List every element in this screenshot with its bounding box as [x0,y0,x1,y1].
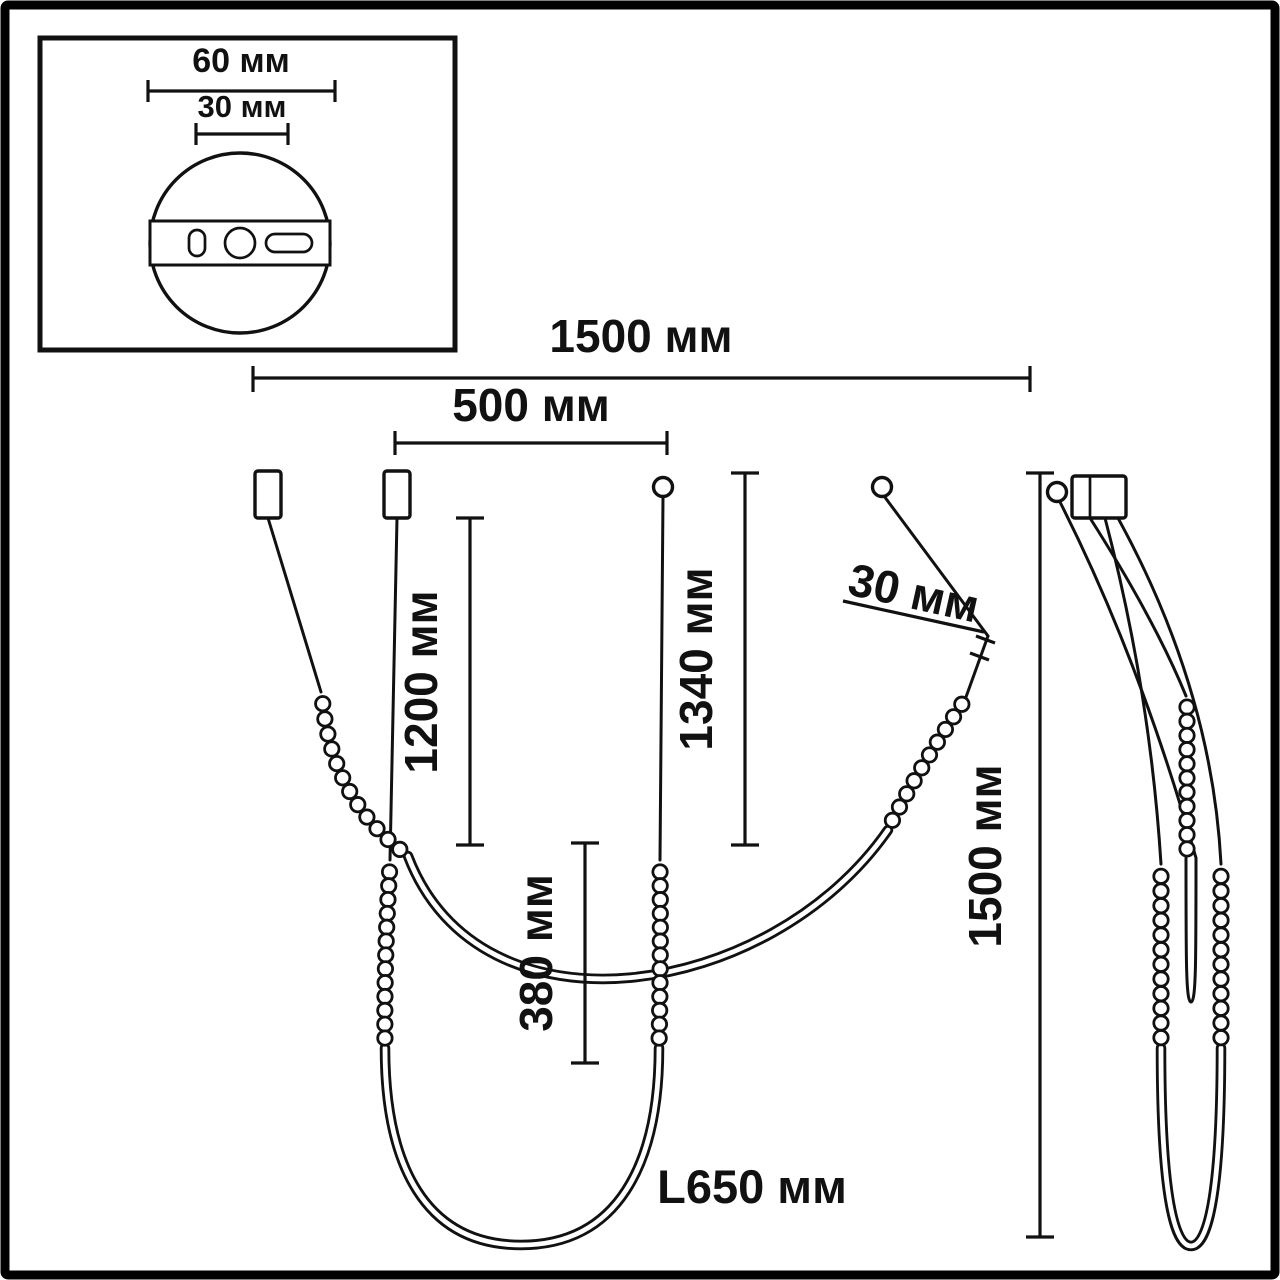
wire-right-connector [964,634,990,699]
dimension-60mm: 60 мм [146,42,337,102]
side-wire-2 [1058,500,1198,860]
dimension-30mm-inset-label: 30 мм [198,89,287,124]
bead-chains [314,695,1230,1047]
dimension-bead-section-label: 380 мм [510,874,562,1032]
wire-right-hanger [882,494,990,638]
hanger-ball-center [651,475,675,499]
wire-second-mount [388,516,399,862]
cap-slot [187,228,207,258]
dimension-drop-center-label: 1340 мм [670,567,722,750]
dimension-width-total: 1500 мм [251,310,1032,392]
hanger-ball-right [870,475,894,499]
side-hairpin-fold [1184,856,1198,1004]
dimension-connector-label: 30 мм [844,553,984,632]
led-tubes [379,824,1227,1252]
side-wire-4 [1116,516,1223,866]
wire-left-mount [266,516,323,694]
side-wire-1 [1088,516,1188,698]
hanger-ball-side [1045,480,1069,504]
dimension-bead-section: 380 мм [510,841,599,1065]
dimension-drop-left-label: 1200 мм [395,590,447,773]
dimensions: 1500 мм 500 мм 1200 мм 1340 мм [251,310,1054,1239]
dimension-drop-left: 1200 мм [395,516,484,847]
ceiling-mount-second [382,469,412,520]
dimension-60mm-label: 60 мм [192,42,290,80]
dimension-height-total: 1500 мм [959,471,1054,1239]
wire-center-hanger [658,495,665,862]
dimension-connector: 30 мм [842,553,996,662]
side-loop-tube [1155,1042,1227,1252]
dimension-30mm-inset: 30 мм [194,89,290,145]
suspension-wires [266,494,1223,1004]
dimension-width-inner-label: 500 мм [452,379,610,431]
dimension-loop-length-label: L650 мм [657,1160,847,1213]
ceiling-cap-inset: 60 мм 30 мм [37,35,458,353]
dimension-width-inner: 500 мм [393,379,669,455]
side-wire-3 [1103,516,1163,866]
dimension-width-total-label: 1500 мм [549,310,732,362]
cap-center-hole [223,226,257,260]
dimension-height-total-label: 1500 мм [959,764,1011,947]
loop-tube [379,1042,665,1251]
mounts [253,469,1128,520]
dimension-drop-center: 1340 мм [670,471,759,847]
ceiling-mount-left [253,469,283,520]
cap-oval-hole [264,232,314,254]
ceiling-mount-side [1070,474,1128,520]
